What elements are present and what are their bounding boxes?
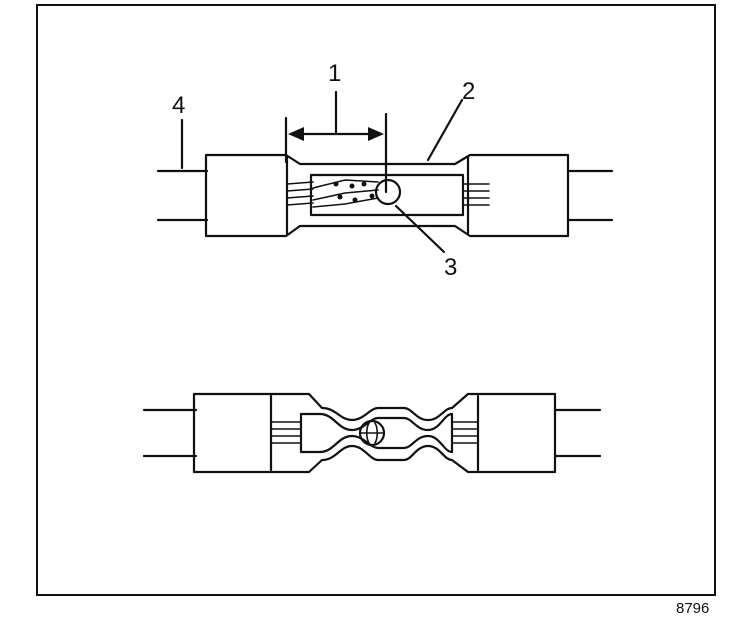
diagram-frame bbox=[36, 4, 716, 596]
wire-strands-left bbox=[286, 181, 314, 206]
inspection-hole bbox=[374, 178, 402, 206]
figure-number: 8796 bbox=[676, 600, 710, 617]
inspection-hole-filled bbox=[358, 419, 386, 447]
wire-right-top bbox=[566, 169, 614, 222]
wire-strands-left-bottom bbox=[270, 421, 302, 444]
crimped-sleeve-outline bbox=[192, 392, 557, 474]
wire-strands-inside bbox=[312, 179, 379, 208]
callout-1: 1 bbox=[328, 60, 342, 87]
splice-sleeve-outline bbox=[204, 153, 570, 238]
leader-line-3 bbox=[394, 204, 446, 254]
splice-after-crimp bbox=[142, 392, 602, 474]
wire-strands-right-bottom bbox=[451, 421, 479, 444]
wire-left-bottom bbox=[142, 408, 198, 458]
wire-left-top bbox=[156, 169, 209, 222]
callout-2: 2 bbox=[462, 78, 476, 105]
wire-right-bottom bbox=[553, 408, 602, 458]
callout-3: 3 bbox=[444, 254, 458, 281]
splice-before-crimp bbox=[156, 90, 614, 254]
leader-line-2 bbox=[426, 98, 464, 162]
wire-strands-right bbox=[462, 183, 490, 206]
callout-4: 4 bbox=[172, 92, 186, 119]
dimension-arrow bbox=[284, 90, 388, 194]
